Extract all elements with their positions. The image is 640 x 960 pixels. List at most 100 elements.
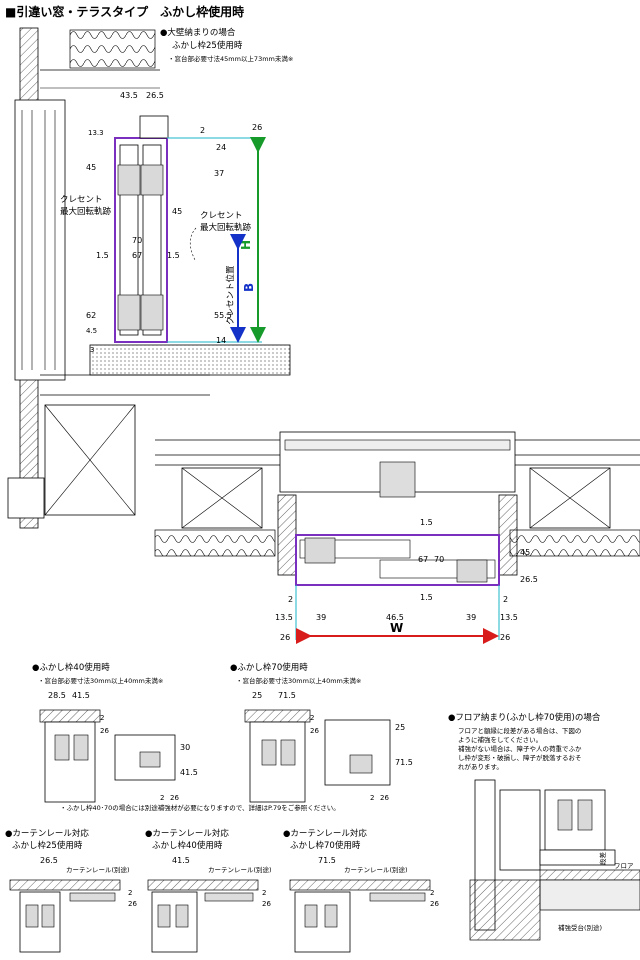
plan-dim-39a: 39 bbox=[316, 613, 326, 622]
dim-14: 14 bbox=[216, 336, 226, 345]
dim-43-5: 43.5 bbox=[120, 91, 138, 100]
f70-dim-c: 2 bbox=[310, 714, 314, 722]
dim-13-3: 13.3 bbox=[88, 129, 104, 137]
plan-dim-26-5: 26.5 bbox=[520, 575, 538, 584]
curtain-25-rail: カーテンレール(別途) bbox=[66, 865, 130, 874]
width-label: W bbox=[390, 621, 403, 635]
curtain-25-heading-2: ふかし枠25使用時 bbox=[12, 840, 83, 851]
f70-dim-h: 26 bbox=[380, 794, 389, 802]
f40-dim-a: 28.5 bbox=[48, 691, 66, 700]
floor-body-3: 補強がない場合は、障子や人の荷重でふか bbox=[458, 744, 582, 753]
dim-26: 26 bbox=[252, 123, 262, 132]
crescent-left-1: クレセント bbox=[60, 195, 103, 205]
curtain-40-heading-2: ふかし枠40使用時 bbox=[152, 840, 223, 851]
page-title: ■引違い窓・テラスタイプ ふかし枠使用時 bbox=[5, 4, 244, 19]
f70-dim-e: 25 bbox=[395, 723, 405, 732]
plan-dim-67: 67 bbox=[418, 555, 428, 564]
dim-2: 2 bbox=[200, 126, 205, 135]
f40-heading: ●ふかし枠40使用時 bbox=[32, 662, 110, 673]
plan-dim-39b: 39 bbox=[466, 613, 476, 622]
floor-body-1: フロアと額縁に段差がある場合は、下図の bbox=[458, 726, 581, 735]
curtain-70-heading-1: ●カーテンレール対応 bbox=[283, 828, 367, 839]
floor-slab bbox=[89, 344, 291, 376]
f40-dim-h: 26 bbox=[170, 794, 179, 802]
curtain-40-width: 41.5 bbox=[172, 856, 190, 865]
f70-heading: ●ふかし枠70使用時 bbox=[230, 662, 308, 673]
dim-45-left: 45 bbox=[86, 163, 96, 172]
curtain-70-heading-2: ふかし枠70使用時 bbox=[290, 840, 361, 851]
dim-24: 24 bbox=[216, 143, 226, 152]
crescent-position-label: クレセント位置 bbox=[225, 265, 236, 325]
plan-dim-26b: 26 bbox=[500, 633, 510, 642]
top-section: H B クレセント位置 ●大壁納まりの場合 ふかし枠25使用時 ・窓台部必要寸法… bbox=[7, 27, 293, 529]
footnote: ・ふかし枠40･70の場合には別途補強材が必要になりますので、詳細はP.79をご… bbox=[60, 803, 340, 812]
floor-heading: ●フロア納まり(ふかし枠70使用)の場合 bbox=[448, 712, 601, 723]
insulation-top bbox=[69, 29, 156, 69]
crescent-right-2: 最大回転軌跡 bbox=[200, 222, 252, 233]
lining-section bbox=[14, 99, 66, 381]
curtain-25-section: ●カーテンレール対応 ふかし枠25使用時 26.5 カーテンレール(別途) 2 … bbox=[5, 828, 137, 953]
wall-heading: ●大壁納まりの場合 bbox=[160, 27, 236, 38]
dim-1-5-left: 1.5 bbox=[96, 251, 109, 260]
plan-dim-46-5: 46.5 bbox=[386, 613, 404, 622]
f70-note: ・窓台部必要寸法30mm以上40mm未満※ bbox=[236, 676, 361, 685]
dim-62: 62 bbox=[86, 311, 96, 320]
f40-dim-e: 30 bbox=[180, 743, 190, 752]
head-frame bbox=[139, 115, 169, 139]
plan-dim-2a: 2 bbox=[288, 595, 293, 604]
f70-dim-g: 2 bbox=[370, 794, 374, 802]
curtain-40-heading-1: ●カーテンレール対応 bbox=[145, 828, 229, 839]
plan-section: W 1.5 67 70 1.5 45 26.5 2 13.5 39 46.5 3… bbox=[154, 431, 640, 644]
f40-dim-c: 2 bbox=[100, 714, 104, 722]
curtain-25-d26: 26 bbox=[128, 900, 137, 908]
curtain-40-section: ●カーテンレール対応 ふかし枠40使用時 41.5 カーテンレール(別途) 2 … bbox=[145, 828, 272, 953]
dim-67: 67 bbox=[132, 251, 142, 260]
curtain-70-rail: カーテンレール(別途) bbox=[344, 865, 408, 874]
curtain-40-d2: 2 bbox=[262, 889, 266, 897]
floor-step-label: 段差 bbox=[598, 852, 607, 866]
plan-dim-1-5a: 1.5 bbox=[420, 518, 433, 527]
curtain-25-d2: 2 bbox=[128, 889, 132, 897]
dim-70: 70 bbox=[132, 236, 142, 245]
f70-section: ●ふかし枠70使用時 ・窓台部必要寸法30mm以上40mm未満※ 25 71.5… bbox=[230, 662, 413, 803]
floor-body-5: れがあります。 bbox=[458, 762, 503, 771]
height-label: H bbox=[239, 240, 253, 250]
dim-55-5: 55.5 bbox=[214, 311, 232, 320]
plan-dim-45: 45 bbox=[520, 548, 530, 557]
curtain-25-heading-1: ●カーテンレール対応 bbox=[5, 828, 89, 839]
f70-dim-b: 71.5 bbox=[278, 691, 296, 700]
floor-label: フロア bbox=[614, 862, 634, 870]
curtain-70-section: ●カーテンレール対応 ふかし枠70使用時 71.5 カーテンレール(別途) 2 … bbox=[283, 828, 439, 953]
f70-dim-a: 25 bbox=[252, 691, 262, 700]
floor-body-2: ように補強をしてください。 bbox=[458, 735, 542, 744]
crescent-right-1: クレセント bbox=[200, 211, 243, 221]
curtain-40-rail: カーテンレール(別途) bbox=[208, 865, 272, 874]
plan-dim-70: 70 bbox=[434, 555, 444, 564]
crescent-height-label: B bbox=[242, 283, 256, 292]
wall-sub: ふかし枠25使用時 bbox=[172, 40, 243, 51]
plan-dim-13-5b: 13.5 bbox=[500, 613, 518, 622]
floor-body-4: し枠が変形・破損し、障子が脱落するおそ bbox=[458, 753, 582, 762]
dim-1-5-right: 1.5 bbox=[167, 251, 180, 260]
f70-dim-d: 26 bbox=[310, 727, 319, 735]
plan-dim-26a: 26 bbox=[280, 633, 290, 642]
f70-dim-f: 71.5 bbox=[395, 758, 413, 767]
curtain-70-width: 71.5 bbox=[318, 856, 336, 865]
dim-37: 37 bbox=[214, 169, 224, 178]
dim-26-5: 26.5 bbox=[146, 91, 164, 100]
curtain-70-d2: 2 bbox=[430, 889, 434, 897]
crescent-left-2: 最大回転軌跡 bbox=[60, 206, 112, 217]
curtain-40-d26: 26 bbox=[262, 900, 271, 908]
dim-3: 3 bbox=[90, 346, 94, 354]
curtain-25-width: 26.5 bbox=[40, 856, 58, 865]
sill-block bbox=[7, 477, 45, 519]
wall-note: ・窓台部必要寸法45mm以上73mm未満※ bbox=[168, 54, 293, 63]
f40-dim-g: 2 bbox=[160, 794, 164, 802]
f40-note: ・窓台部必要寸法30mm以上40mm未満※ bbox=[38, 676, 163, 685]
dim-4-5: 4.5 bbox=[86, 327, 97, 335]
plan-dim-13-5a: 13.5 bbox=[275, 613, 293, 622]
f40-section: ●ふかし枠40使用時 ・窓台部必要寸法30mm以上40mm未満※ 28.5 41… bbox=[32, 662, 198, 803]
floor-section: ●フロア納まり(ふかし枠70使用)の場合 フロアと額縁に段差がある場合は、下図の… bbox=[448, 712, 640, 941]
floor-support-label: 補強受台(別途) bbox=[558, 923, 602, 932]
